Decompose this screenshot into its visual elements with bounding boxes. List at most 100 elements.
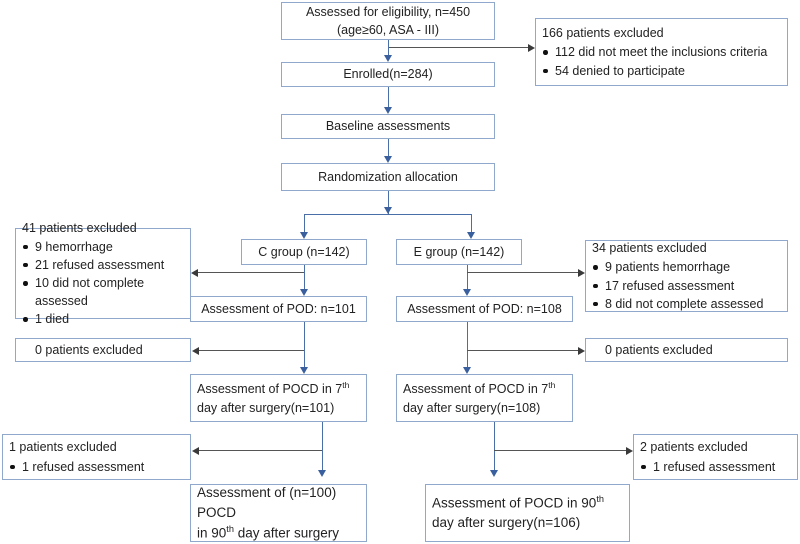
list-item: 21 refused assessment [22, 256, 184, 274]
connector-enrolled-to-baseline [388, 87, 389, 107]
connector-e-pocd7-to-exclusion [494, 450, 626, 451]
connector-e-pod-to-e-pocd7 [467, 322, 468, 367]
node-c-pod: Assessment of POD: n=101 [190, 296, 367, 322]
e-allocation-exclusion-list: 9 patients hemorrhage 17 refused assessm… [592, 258, 781, 312]
e-pocd7-line-2: day after surgery(n=108) [403, 400, 541, 415]
list-item: 8 did not complete assessed [592, 295, 781, 313]
node-e-group: E group (n=142) [396, 239, 522, 265]
e-pod-label: Assessment of POD: n=108 [407, 301, 562, 316]
e-group-label: E group (n=142) [413, 244, 505, 259]
list-item: 17 refused assessment [592, 277, 781, 295]
exclusion-box-screening: 166 patients excluded 112 did not meet t… [535, 18, 788, 86]
connector-assessed-to-screening-exclusion [388, 47, 528, 48]
c-allocation-exclusion-header: 41 patients excluded [22, 220, 137, 235]
connector-baseline-to-randomization [388, 139, 389, 156]
c-pocd90-line-2: in 90th day after surgery [197, 523, 360, 543]
screening-exclusion-list: 112 did not meet the inclusions criteria… [542, 43, 781, 79]
connector-randomization-stem [388, 191, 389, 214]
node-c-group: C group (n=142) [241, 239, 367, 265]
exclusion-box-e-pocd7-stage: 2 patients excluded 1 refused assessment [633, 434, 798, 480]
node-randomization-allocation: Randomization allocation [281, 163, 495, 191]
arrowhead-c-pod-stage-exclusion-icon [192, 347, 199, 355]
e-pocd90-line-1: Assessment of POCD in 90th [432, 493, 623, 513]
node-e-pocd-day7: Assessment of POCD in 7th day after surg… [396, 374, 573, 422]
baseline-label: Baseline assessments [325, 119, 451, 134]
arrowhead-screening-exclusion-icon [528, 44, 535, 52]
c-pocd7-line-2: day after surgery(n=101) [197, 400, 335, 415]
exclusion-box-c-pod-stage: 0 patients excluded [15, 338, 191, 362]
arrowhead-baseline-icon [384, 107, 392, 114]
c-pocd90-ordinal-suffix: th [226, 523, 234, 534]
list-item: 1 refused assessment [9, 458, 184, 476]
connector-split-left-drop [304, 214, 305, 232]
c-pocd7-stage-exclusion-header: 1 patients excluded [9, 440, 117, 455]
exclusion-box-c-allocation: 41 patients excluded 9 hemorrhage 21 ref… [15, 221, 191, 326]
c-pocd7-line-1-text: Assessment of POCD in 7 [197, 382, 343, 397]
arrowhead-e-pocd90-icon [490, 470, 498, 477]
e-pocd90-ordinal-suffix: th [596, 494, 604, 505]
list-item: 1 refused assessment [640, 458, 791, 476]
arrowhead-e-pod-stage-exclusion-icon [578, 347, 585, 355]
arrowhead-e-group-icon [467, 232, 475, 239]
list-item: 54 denied to participate [542, 62, 781, 80]
list-item: 112 did not meet the inclusions criteria [542, 43, 781, 61]
c-allocation-exclusion-list: 9 hemorrhage 21 refused assessment 10 di… [22, 238, 184, 329]
arrowhead-c-pocd7-stage-exclusion-icon [192, 447, 199, 455]
node-assessed-for-eligibility: Assessed for eligibility, n=450 (age≥60,… [281, 2, 495, 40]
c-pocd7-line-1: Assessment of POCD in 7th [197, 379, 360, 398]
connector-c-group-to-c-pod [304, 265, 305, 289]
c-pocd7-stage-exclusion-list: 1 refused assessment [9, 458, 184, 476]
node-c-pocd-day7: Assessment of POCD in 7th day after surg… [190, 374, 367, 422]
assessed-line-1: Assessed for eligibility, n=450 [305, 4, 471, 19]
randomization-label: Randomization allocation [318, 169, 458, 184]
connector-c-pocd7-to-exclusion [198, 450, 322, 451]
c-pocd90-line-2-pre: in 90 [197, 525, 227, 541]
connector-assessed-stem-2 [388, 40, 389, 56]
arrowhead-e-pocd7-icon [463, 367, 471, 374]
arrowhead-c-pocd7-icon [300, 367, 308, 374]
list-item: 9 patients hemorrhage [592, 258, 781, 276]
node-enrolled: Enrolled(n=284) [281, 62, 495, 87]
e-pocd7-line-1-text: Assessment of POCD in 7 [403, 382, 549, 397]
node-e-pocd-day90: Assessment of POCD in 90th day after sur… [425, 484, 630, 542]
connector-c-pocd7-to-c-pocd90 [322, 422, 323, 475]
arrowhead-e-allocation-exclusion-icon [578, 269, 585, 277]
arrowhead-e-pod-icon [463, 289, 471, 296]
arrowhead-randomization-icon [384, 156, 392, 163]
arrowhead-c-allocation-exclusion-icon [191, 269, 198, 277]
exclusion-box-e-pod-stage: 0 patients excluded [585, 338, 788, 362]
node-baseline-assessments: Baseline assessments [281, 114, 495, 139]
arrowhead-split-icon [384, 207, 392, 214]
list-item: 10 did not complete [22, 274, 184, 292]
connector-c-pod-to-zero-exclusion [198, 350, 304, 351]
e-pocd7-ordinal-suffix: th [548, 380, 556, 391]
e-pocd7-stage-exclusion-header: 2 patients excluded [640, 440, 748, 455]
e-pocd90-line-1-text: Assessment of POCD in 90 [432, 495, 597, 511]
connector-e-pocd7-to-e-pocd90 [494, 422, 495, 475]
e-pocd7-stage-exclusion-list: 1 refused assessment [640, 458, 791, 476]
connector-e-pod-to-zero-exclusion [467, 350, 578, 351]
c-pocd90-line-1: Assessment of (n=100) POCD [197, 485, 337, 520]
connector-e-group-to-e-exclusion [467, 272, 580, 273]
enrolled-label: Enrolled(n=284) [343, 67, 433, 82]
arrowhead-enrolled-icon [384, 55, 392, 62]
list-item-continuation: assessed [35, 294, 88, 309]
arrowhead-c-group-icon [300, 232, 308, 239]
e-allocation-exclusion-header: 34 patients excluded [592, 241, 707, 256]
e-pod-stage-exclusion-header: 0 patients excluded [605, 342, 713, 357]
c-pocd90-line-2-post: day after surgery [233, 525, 339, 541]
list-item: 9 hemorrhage [22, 238, 184, 256]
node-c-pocd-day90: Assessment of (n=100) POCD in 90th day a… [190, 484, 367, 542]
c-pocd7-ordinal-suffix: th [342, 380, 350, 391]
connector-c-group-to-c-exclusion [196, 272, 304, 273]
list-item: 1 died [22, 310, 184, 328]
c-group-label: C group (n=142) [258, 244, 350, 259]
connector-e-group-to-e-pod [467, 265, 468, 289]
e-pocd90-line-2: day after surgery(n=106) [432, 515, 581, 531]
e-pocd7-line-1: Assessment of POCD in 7th [403, 379, 566, 398]
assessed-line-2: (age≥60, ASA - III) [336, 23, 440, 37]
arrowhead-e-pocd7-stage-exclusion-icon [626, 447, 633, 455]
arrowhead-c-pod-icon [300, 289, 308, 296]
connector-split-right-drop [471, 214, 472, 232]
